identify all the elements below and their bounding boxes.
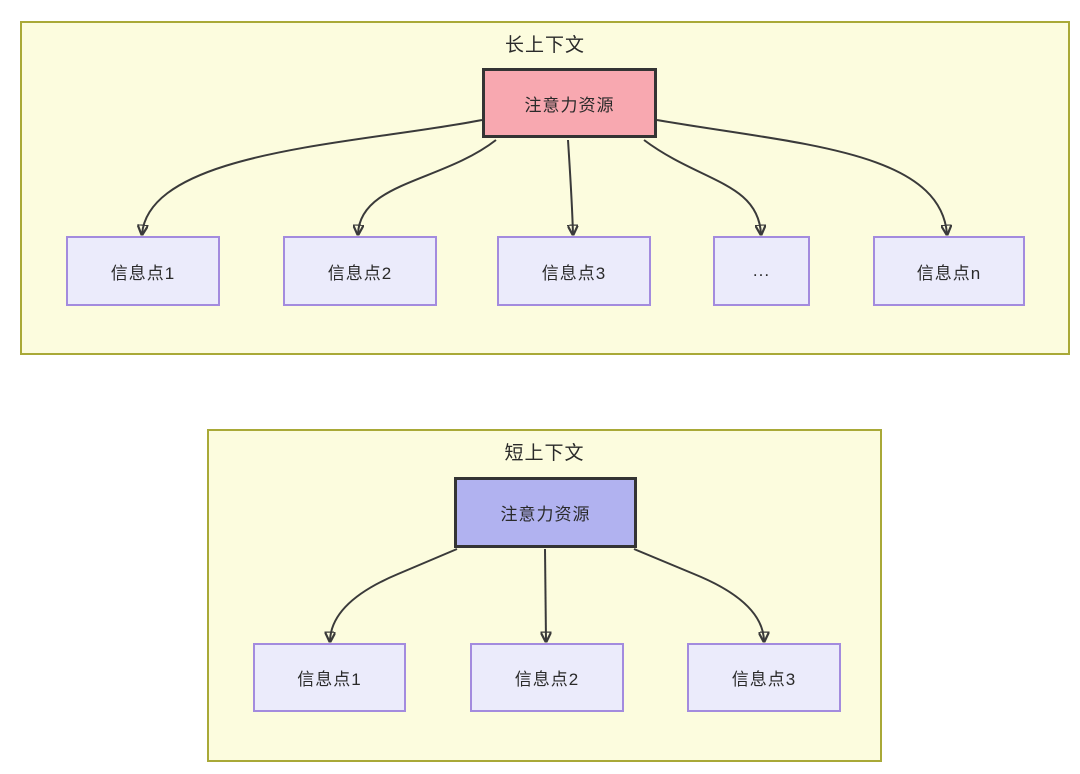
long-attention-resource-label: 注意力资源 [524,95,615,115]
short-info-label-1: 信息点1 [297,670,362,689]
short-info-label-2: 信息点2 [514,670,580,689]
short-attention-resource-box: 注意力资源 [454,477,637,548]
short-info-label-3: 信息点3 [731,670,797,689]
short-attention-resource-label: 注意力资源 [500,505,591,524]
short-info-box-3: 信息点3 [687,643,841,712]
short-context-title: 短上下文 [504,443,585,464]
long-attention-resource-box: 注意力资源 [482,68,657,138]
long-info-box-n: 信息点n [873,236,1025,306]
short-info-box-2: 信息点2 [470,643,624,712]
long-info-label-1: 信息点1 [110,263,176,283]
long-info-box-2: 信息点2 [283,236,437,306]
long-context-title: 长上下文 [504,35,585,56]
long-info-box-1: 信息点1 [66,236,220,306]
long-info-label-2: 信息点2 [327,263,393,283]
long-info-label-3: 信息点3 [541,263,607,283]
short-info-box-1: 信息点1 [253,643,406,712]
long-info-box-3: 信息点3 [497,236,651,306]
long-info-box-ellipsis: ... [713,236,810,306]
long-info-label-ellipsis: ... [752,261,771,280]
long-info-label-n: 信息点n [916,263,982,283]
